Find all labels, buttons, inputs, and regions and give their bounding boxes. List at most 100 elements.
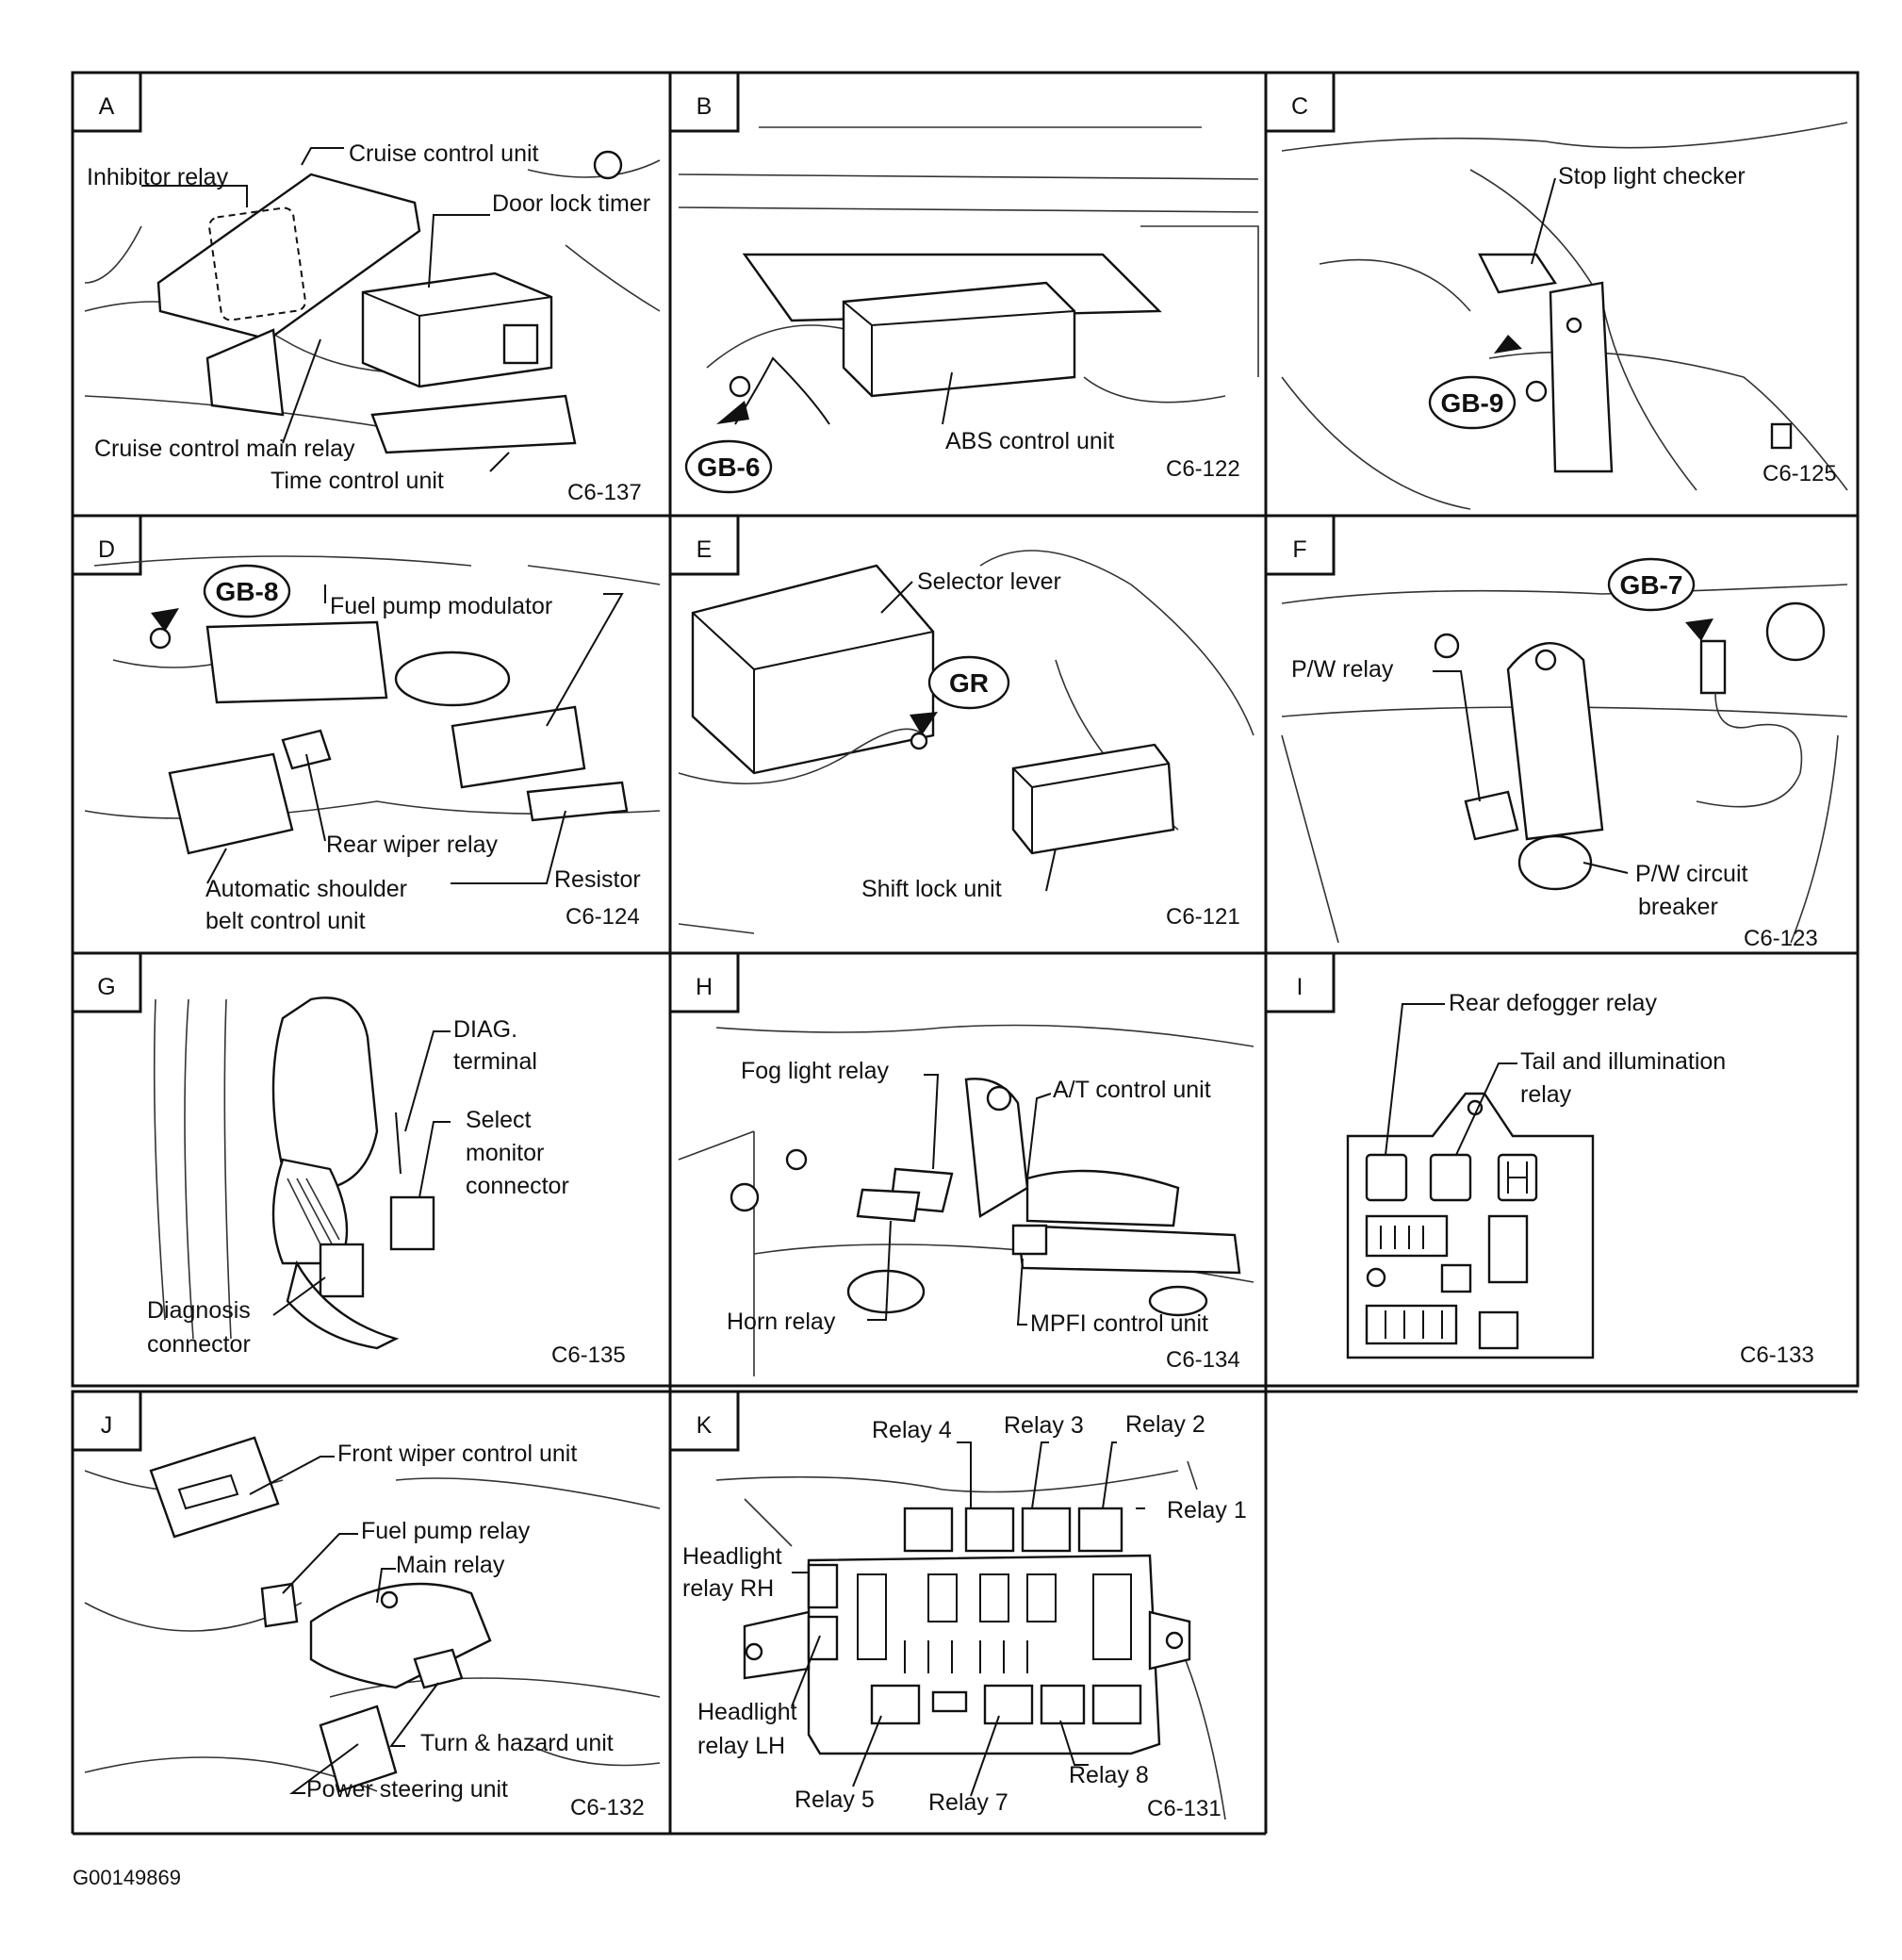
label-relay-7: Relay 7 — [928, 1789, 1008, 1816]
label-power-steering: Power steering unit — [306, 1776, 508, 1803]
ground-badge — [1607, 557, 1696, 612]
panel-code: C6-131 — [1147, 1796, 1222, 1821]
label-relay-1: Relay 1 — [1167, 1497, 1247, 1524]
panel-i-illustration — [1346, 1092, 1595, 1359]
label-relay-3: Relay 3 — [1004, 1412, 1084, 1439]
time-control-unit — [370, 394, 577, 454]
label-front-wiper: Front wiper control unit — [337, 1441, 577, 1467]
relay-5 — [870, 1684, 921, 1725]
panel-f: F GB-7 P/W relay P/W circuit breaker C6-… — [1264, 514, 1848, 951]
relay-7 — [983, 1684, 1034, 1725]
label-resistor: Resistor — [554, 866, 641, 893]
label-time-control-unit: Time control unit — [271, 468, 444, 494]
label-select-line-2: monitor — [466, 1140, 544, 1166]
stop-light-checker — [1478, 253, 1558, 294]
ground-label: GR — [949, 668, 989, 698]
label-fuel-pump-modulator: Fuel pump modulator — [330, 593, 552, 619]
relay-4 — [903, 1507, 954, 1553]
diagnosis-connector — [319, 1243, 365, 1298]
panel-code: C6-125 — [1763, 461, 1837, 486]
shoulder-belt-control-unit — [168, 752, 294, 855]
label-select-line-3: connector — [466, 1173, 569, 1199]
pw-circuit-breaker — [1517, 834, 1593, 891]
label-main-relay: Main relay — [396, 1552, 505, 1578]
selector-lever — [691, 564, 935, 775]
panel-i: I Rear defogger relay Tail and illuminat… — [1264, 951, 1814, 1368]
panel-letter: E — [697, 536, 713, 563]
ground-arrow — [151, 608, 179, 632]
label-cruise-control-unit: Cruise control unit — [349, 140, 539, 167]
label-headlight-rh-line-1: Headlight — [682, 1543, 782, 1570]
panel-c: C GB-9 Stop light checker C6-125 — [1264, 71, 1848, 510]
panel-code: C6-122 — [1166, 456, 1240, 482]
figure-id: G00149869 — [73, 1866, 181, 1889]
panel-e: E GR Selector lever Shift lock unit C6-1… — [668, 514, 1254, 934]
cruise-control-unit — [156, 173, 421, 341]
fuel-pump-relay — [260, 1582, 299, 1628]
timer-connector — [502, 323, 539, 365]
label-rear-defogger-relay: Rear defogger relay — [1449, 990, 1657, 1016]
label-relay-4: Relay 4 — [872, 1417, 952, 1443]
panel-code: C6-124 — [566, 904, 640, 930]
pw-relay — [1464, 790, 1519, 841]
label-relay-8: Relay 8 — [1069, 1762, 1149, 1788]
panel-code: C6-123 — [1744, 926, 1818, 951]
panel-a-illustration — [84, 150, 661, 454]
label-pw-breaker-line-2: breaker — [1638, 894, 1718, 920]
ground-label: GB-7 — [1620, 570, 1683, 600]
headlight-relay-rh — [807, 1563, 839, 1609]
grid-lines — [71, 71, 1860, 1836]
panel-letter: G — [97, 974, 115, 1000]
label-shoulder-line-1: Automatic shoulder — [205, 876, 407, 902]
ground-badge — [1428, 375, 1517, 430]
label-pw-breaker-line-1: P/W circuit — [1635, 861, 1748, 887]
panel-k-illustration — [715, 1460, 1226, 1820]
label-diagnosis-line-1: Diagnosis — [147, 1297, 251, 1324]
label-mpfi-control-unit: MPFI control unit — [1030, 1310, 1208, 1337]
label-stop-light-checker: Stop light checker — [1558, 163, 1746, 189]
label-fuel-pump-relay: Fuel pump relay — [361, 1518, 531, 1544]
main-relay-bracket — [309, 1582, 492, 1689]
abs-control-unit — [842, 281, 1076, 398]
panel-j: J Front wiper control unit Fuel pump rel… — [71, 1390, 661, 1820]
rear-wiper-relay — [281, 729, 332, 770]
panel-k: K Relay — [668, 1390, 1247, 1821]
label-headlight-lh-line-2: relay LH — [697, 1733, 785, 1759]
panel-letter: C — [1291, 93, 1308, 120]
panel-a: A Cruise control unit Inhibitor relay Do… — [71, 71, 661, 505]
tail-illumination-relay — [1429, 1153, 1472, 1202]
ground-arrow — [1685, 618, 1713, 641]
panel-b-illustration — [678, 126, 1259, 425]
panel-code: C6-134 — [1166, 1347, 1240, 1373]
panel-letter: H — [696, 974, 713, 1000]
ground-badge — [203, 564, 291, 618]
panel-e-illustration — [678, 550, 1254, 934]
label-shoulder-line-2: belt control unit — [205, 908, 366, 934]
label-tail-line-2: relay — [1520, 1081, 1572, 1108]
panel-letter: F — [1292, 536, 1306, 563]
panel-g: G DIAG. terminal Select monitor connecto… — [71, 951, 626, 1368]
panel-letter: D — [98, 536, 115, 563]
relay-1 — [1077, 1507, 1123, 1553]
panel-code: C6-132 — [570, 1795, 645, 1820]
label-rear-wiper-relay: Rear wiper relay — [326, 832, 499, 858]
label-abs-control-unit: ABS control unit — [945, 428, 1114, 454]
relay-8 — [1040, 1684, 1086, 1725]
panel-code: C6-137 — [567, 480, 642, 505]
panel-d: D GB-8 Fuel pump modulator Rear wiper re… — [71, 514, 661, 934]
label-horn-relay: Horn relay — [727, 1309, 836, 1335]
select-monitor-connector — [389, 1195, 435, 1251]
horn-relay — [856, 1188, 921, 1223]
label-tail-line-1: Tail and illumination — [1520, 1048, 1726, 1075]
panel-letter: B — [697, 93, 713, 120]
panel-code: C6-133 — [1740, 1342, 1814, 1368]
ground-label: GB-9 — [1441, 388, 1504, 418]
panel-code: C6-135 — [551, 1342, 626, 1368]
front-wiper-control-unit — [149, 1436, 280, 1539]
ground-arrow — [716, 401, 749, 424]
panel-h-illustration — [678, 1024, 1254, 1376]
panel-b: B GB-6 ABS control unit C6-122 — [668, 71, 1259, 494]
label-shift-lock-unit: Shift lock unit — [861, 876, 1002, 902]
panel-c-illustration — [1281, 122, 1848, 510]
